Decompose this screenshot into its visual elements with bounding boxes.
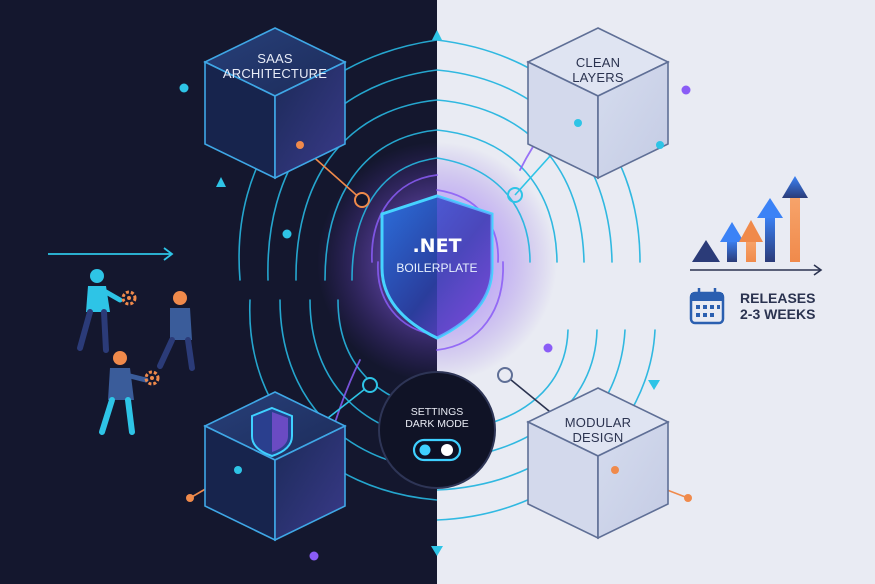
gear-icon <box>121 290 137 306</box>
clean-label-line1: CLEAN <box>575 55 621 70</box>
cube-clean-layers[interactable] <box>526 27 670 180</box>
releases-label: RELEASES 2-3 WEEKS <box>740 290 860 322</box>
releases-line1: RELEASES <box>740 290 816 306</box>
gear-icon <box>144 370 160 386</box>
settings-dark-mode-badge[interactable] <box>378 371 496 489</box>
team-people-icon <box>77 269 195 435</box>
shield-icon <box>251 406 293 458</box>
cube-saas-architecture[interactable] <box>203 27 347 180</box>
net-title: .NET <box>412 235 462 257</box>
cube-modular-design[interactable] <box>526 387 670 540</box>
triangle-markers <box>216 30 660 556</box>
net-boilerplate-shield[interactable] <box>380 194 494 340</box>
releases-line2: 2-3 WEEKS <box>740 306 816 323</box>
calendar-icon <box>689 288 725 325</box>
cube-security[interactable] <box>203 391 347 542</box>
settings-line2: DARK MODE <box>405 418 469 431</box>
clean-label-line2: LAYERS <box>572 69 624 85</box>
modular-label-line1: MODULAR <box>564 415 632 430</box>
saas-label-line1: SAAS <box>257 51 293 66</box>
saas-cube-label: SAAS ARCHITECTURE <box>215 51 335 82</box>
rising-arrows-chart-icon <box>690 176 823 276</box>
settings-line1: SETTINGS <box>410 406 464 418</box>
right-arrow-icon <box>48 247 174 261</box>
clean-cube-label: CLEAN LAYERS <box>538 55 658 86</box>
net-subtitle: BOILERPLATE <box>396 261 478 275</box>
settings-label: SETTINGS DARK MODE <box>392 406 482 430</box>
connector-nodes <box>179 83 692 561</box>
saas-label-line2: ARCHITECTURE <box>222 65 328 81</box>
modular-label-line2: DESIGN <box>572 429 624 445</box>
modular-cube-label: MODULAR DESIGN <box>538 415 658 446</box>
